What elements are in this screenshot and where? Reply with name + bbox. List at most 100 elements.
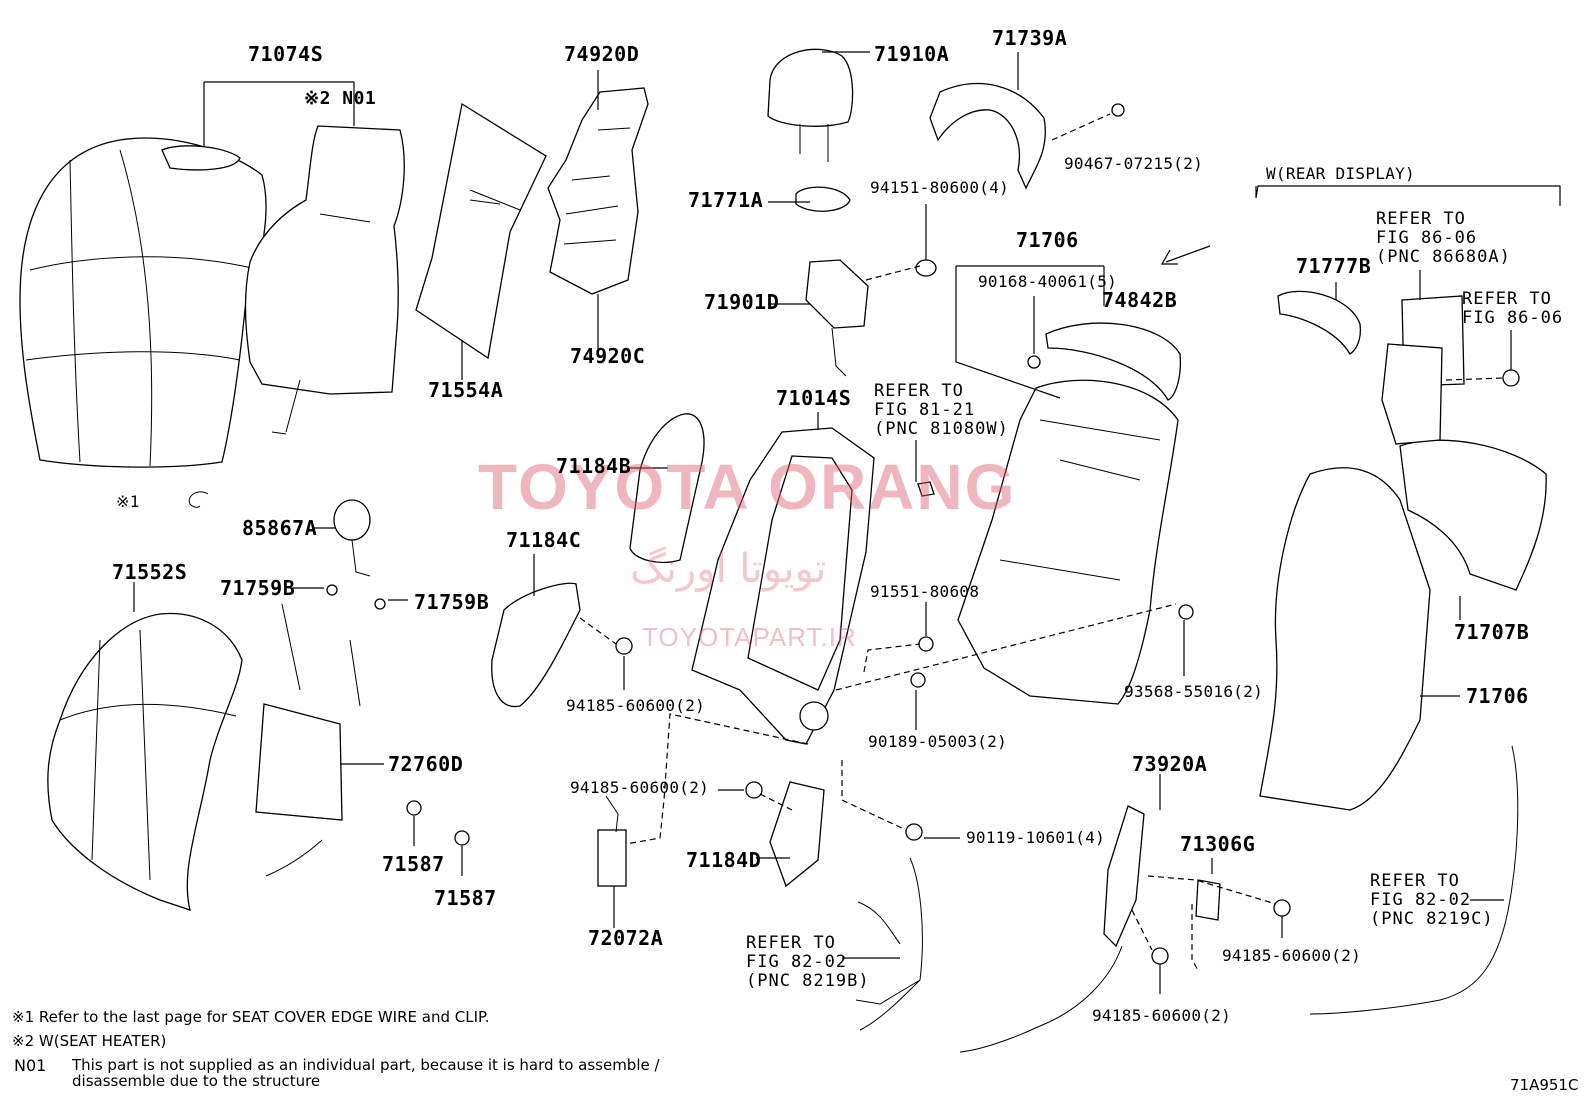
label-74920d: 74920D (564, 42, 640, 66)
label-74842b: 74842B (1102, 288, 1178, 312)
label-94185-a: 94185-60600(2) (566, 696, 706, 715)
assembly-dash-lines (579, 113, 1505, 971)
label-91551: 91551-80608 (870, 582, 980, 601)
bolt-90119 (905, 823, 923, 841)
seatback-pad-illustration (415, 102, 547, 360)
leader-lines (133, 51, 1561, 994)
label-71759b-right: 71759B (414, 590, 490, 614)
label-71771a: 71771A (688, 188, 764, 212)
nut-94185-d (1273, 899, 1291, 917)
label-73920a: 73920A (1132, 752, 1208, 776)
label-94185-b: 94185-60600(2) (570, 778, 710, 797)
seatback-cover-illustration (19, 137, 267, 468)
ref-fig-81-21: REFER TO FIG 81-21 (PNC 81080W) (874, 381, 1009, 439)
seat-cushion-pad-illustration (47, 612, 243, 911)
side-panel-left-illustration (491, 582, 581, 708)
upper-garnish-illustration (1045, 322, 1182, 401)
motor-illustration (333, 499, 371, 541)
side-panel-lower-illustration (769, 781, 825, 888)
label-71554a: 71554A (428, 378, 504, 402)
bolt-93568 (1178, 604, 1194, 620)
footnote-3-code: N01 (14, 1056, 47, 1075)
rear-garnish-illustration (1277, 290, 1362, 355)
cushion-panel-illustration (255, 703, 343, 821)
lower-side-panel-illustration (1103, 805, 1145, 948)
bolt-90168 (1027, 355, 1041, 369)
footnote-3-line2: disassemble due to the structure (72, 1072, 321, 1090)
clip-81080w (917, 481, 935, 497)
headrest-support-cover (795, 186, 851, 212)
label-71910a: 71910A (874, 42, 950, 66)
footnote-2: ※2 W(SEAT HEATER) (12, 1032, 167, 1050)
clip-71587-a (406, 800, 422, 816)
label-71777b: 71777B (1296, 254, 1372, 278)
label-71184d: 71184D (686, 848, 762, 872)
spring-mat-illustration (547, 87, 649, 295)
ref-fig-86-06: REFER TO FIG 86-06 (1462, 289, 1564, 328)
nut-94185-c (1151, 947, 1169, 965)
label-71587-b: 71587 (434, 886, 497, 910)
footnote-3-line1: This part is not supplied as an individu… (72, 1056, 660, 1074)
seatback-frame-illustration (691, 427, 875, 745)
wire-harness-b (855, 857, 923, 1031)
label-71552s: 71552S (112, 560, 188, 584)
watermark-site: TOYOTAPART.IR (642, 622, 857, 652)
bracket-illustration (1195, 879, 1221, 921)
label-71759b-left: 71759B (220, 576, 296, 600)
section-title-rear-display: W(REAR DISPLAY) (1266, 164, 1415, 183)
clip-90467 (1111, 103, 1125, 117)
figure-code: 71A951C (1510, 1076, 1579, 1094)
clip-86-06 (1502, 369, 1520, 387)
label-clip-mark: ※1 (116, 492, 140, 511)
headrest-illustration (767, 48, 854, 162)
watermark-persian: تویوتا اورنگ (630, 546, 827, 592)
clip-c-icon (188, 491, 209, 508)
label-71184b: 71184B (556, 454, 632, 478)
label-94185-d: 94185-60600(2) (1222, 946, 1362, 965)
watermark-brand: TOYOTA ORANG (478, 451, 1017, 523)
seat-heater-illustration (244, 125, 405, 435)
label-90168: 90168-40061(5) (978, 272, 1118, 291)
clip-71759b-l (326, 584, 338, 596)
label-71184c: 71184C (506, 528, 582, 552)
label-71587-a: 71587 (382, 852, 445, 876)
module-illustration (597, 829, 627, 887)
label-94151: 94151-80600(4) (870, 178, 1010, 197)
bolt-91551 (918, 636, 934, 652)
label-85867a: 85867A (242, 516, 318, 540)
ref-fig-86-06-86680a: REFER TO FIG 86-06 (PNC 86680A) (1376, 209, 1511, 267)
clip-71759b-r (374, 598, 386, 610)
label-90119: 90119-10601(4) (966, 828, 1106, 847)
upper-trim-illustration (929, 82, 1046, 190)
label-n01: ※2 N01 (304, 88, 377, 109)
label-90467: 90467-07215(2) (1064, 154, 1204, 173)
ref-fig-82-02-8219b: REFER TO FIG 82-02 (PNC 8219B) (746, 933, 870, 991)
wire-harness-c (1309, 745, 1519, 1015)
label-71074s: 71074S (248, 42, 324, 66)
label-90189: 90189-05003(2) (868, 732, 1008, 751)
ref-fig-82-02-8219c: REFER TO FIG 82-02 (PNC 8219C) (1370, 871, 1494, 929)
label-74920c: 74920C (570, 344, 646, 368)
label-72072a: 72072A (588, 926, 664, 950)
clip-71587-b (454, 830, 470, 846)
label-71707b: 71707B (1454, 620, 1530, 644)
label-94185-c: 94185-60600(2) (1092, 1006, 1232, 1025)
label-71306g: 71306G (1180, 832, 1256, 856)
headrest-support-illustration (805, 259, 869, 329)
seatback-board-illustration (957, 379, 1179, 705)
label-71014s: 71014S (776, 386, 852, 410)
rear-board-illustration (1259, 439, 1547, 811)
label-71739a: 71739A (992, 26, 1068, 50)
nut-94185-b (745, 781, 763, 799)
label-72760d: 72760D (388, 752, 464, 776)
nut-94151 (915, 259, 937, 277)
clip-90189 (910, 672, 926, 688)
label-71706-right: 71706 (1466, 684, 1529, 708)
label-71901d: 71901D (704, 290, 780, 314)
label-93568: 93568-55016(2) (1124, 682, 1264, 701)
footnote-1: ※1 Refer to the last page for SEAT COVER… (12, 1008, 490, 1026)
nut-94185-a (615, 637, 633, 655)
side-panel-upper-illustration (629, 413, 705, 563)
